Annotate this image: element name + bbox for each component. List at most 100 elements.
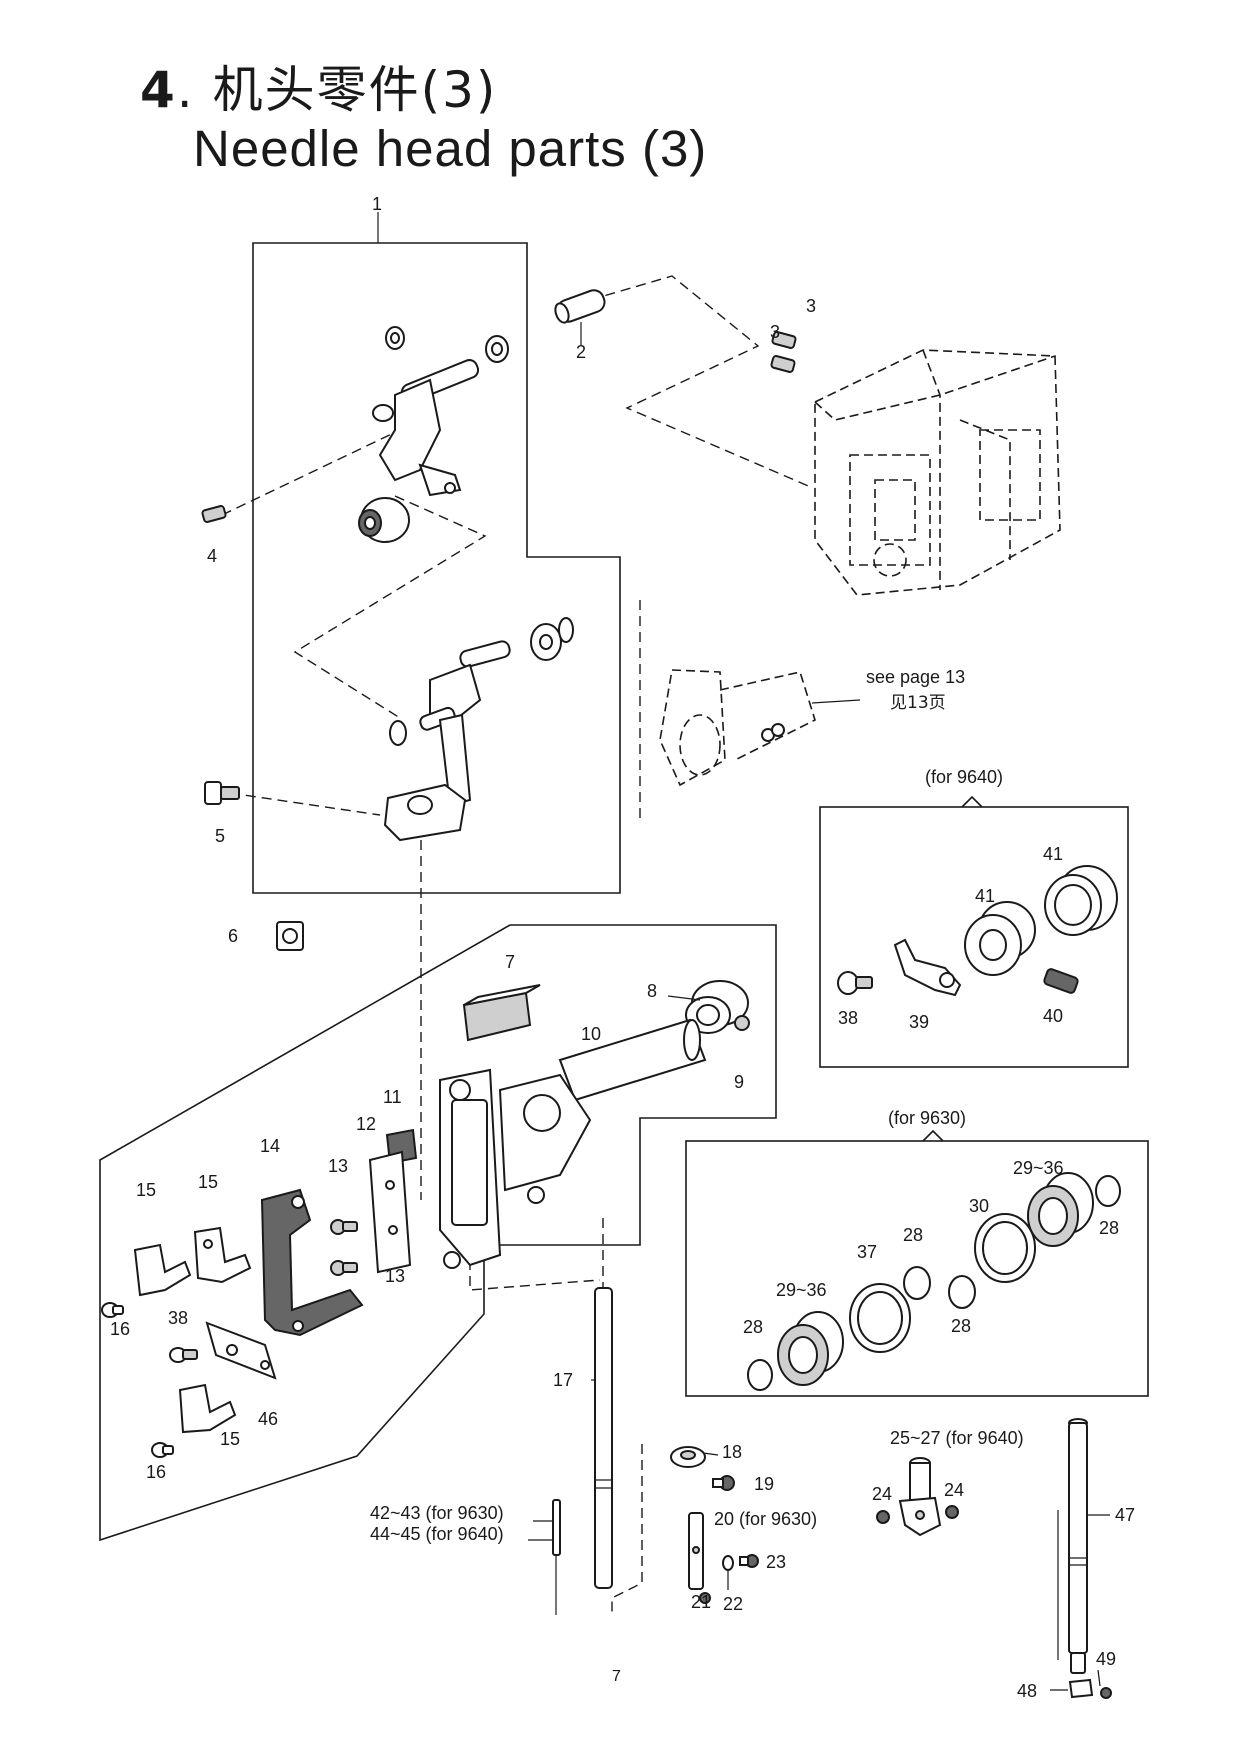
callout-37: 37: [857, 1242, 877, 1262]
part-13-screw-a: [330, 1219, 358, 1235]
needle-42-45: [552, 1499, 561, 1615]
callout-17: 17: [553, 1370, 573, 1390]
part-47-needle-bar: [1068, 1418, 1088, 1674]
assembly-line-needle-clamp: [611, 1444, 643, 1614]
callout-8: 8: [647, 981, 657, 1001]
part-15-plate-c: [178, 1383, 237, 1434]
callout-14: 14: [260, 1136, 280, 1156]
callout-30: 30: [969, 1196, 989, 1216]
inset-9630-label: (for 9630): [888, 1108, 966, 1128]
part-10-shaft: [558, 1018, 707, 1102]
page-title-english: Needle head parts (3): [193, 120, 708, 177]
part-38-screw: [169, 1347, 198, 1363]
part-28-ring-left: [747, 1359, 773, 1391]
callout-46: 46: [258, 1409, 278, 1429]
callout-7: 7: [505, 952, 515, 972]
part-15-plate-b: [193, 1226, 252, 1284]
part-40-set-screw: [1043, 968, 1079, 994]
part-29-36-bearing-top: [1027, 1172, 1094, 1247]
callout-10: 10: [581, 1024, 601, 1044]
part-19-screw: [712, 1475, 735, 1491]
part-37-sleeve: [849, 1283, 911, 1353]
title-zh-text: . 机头零件(3): [176, 61, 498, 119]
see-page-label-en: see page 13: [866, 667, 965, 687]
inset-9630-pointer: [922, 1129, 944, 1142]
part-5-shoulder-screw: [204, 781, 240, 805]
part-1-upper-crank: [358, 359, 480, 543]
callout-25-27: 25~27 (for 9640): [890, 1428, 1024, 1448]
callout-16b: 16: [146, 1462, 166, 1482]
assembly-line-shaft: [589, 275, 814, 489]
callout-38a: 38: [168, 1308, 188, 1328]
part-1-snap-ring-right: [558, 617, 574, 643]
part-3-set-screw-a: [771, 331, 797, 349]
callout-21: 21: [691, 1592, 711, 1612]
part-18-clamp: [670, 1446, 706, 1468]
callout-9: 9: [734, 1072, 744, 1092]
callout-38b: 38: [838, 1008, 858, 1028]
callout-44-45: 44~45 (for 9640): [370, 1524, 504, 1544]
callout-13a: 13: [328, 1156, 348, 1176]
callout-29-36b: 29~36: [776, 1280, 827, 1300]
part-39-lever: [893, 938, 962, 997]
part-16-screw-b: [151, 1442, 174, 1458]
part-38-inset-screw: [837, 971, 873, 995]
callout-4: 4: [207, 546, 217, 566]
callout-2: 2: [576, 342, 586, 362]
callout-19: 19: [754, 1474, 774, 1494]
part-49-screw: [1100, 1687, 1112, 1699]
part-41-bushing: [1044, 865, 1118, 936]
callout-1: 1: [372, 194, 382, 214]
part-15-plate-a: [133, 1243, 192, 1297]
crank-assembly-reference: [659, 669, 816, 787]
callout-28c: 28: [951, 1316, 971, 1336]
assembly-1-frame: [252, 242, 621, 894]
part-6-block: [276, 921, 304, 951]
callout-41b: 41: [975, 886, 995, 906]
part-4-set-screw: [201, 505, 227, 523]
part-30-sleeve: [974, 1213, 1036, 1283]
assembly-line-screw-4: [221, 429, 401, 516]
see-page-leader: [811, 699, 861, 704]
callout-labels: 1 2 3 3 4 5 6 7 8 9 10 11 12 13 13 14 15…: [110, 194, 1135, 1701]
part-3-set-screw-b: [770, 355, 796, 373]
callout-28d: 28: [743, 1317, 763, 1337]
part-46-plate: [205, 1321, 277, 1380]
part-12-guide: [368, 1150, 412, 1274]
page-number: 7: [612, 1668, 621, 1685]
part-48-clamp: [1068, 1678, 1094, 1699]
callout-6: 6: [228, 926, 238, 946]
part-9-screw: [734, 1015, 750, 1031]
callout-12: 12: [356, 1114, 376, 1134]
callout-39: 39: [909, 1012, 929, 1032]
part-14-bracket: [260, 1188, 364, 1337]
callout-16a: 16: [110, 1319, 130, 1339]
part-22-eyelet: [722, 1555, 734, 1590]
part-41-collar: [964, 901, 1036, 976]
part-23-screw: [739, 1554, 759, 1568]
callout-3a: 3: [806, 296, 816, 316]
part-21-screw: [699, 1592, 711, 1604]
inset-9630-frame: [685, 1140, 1149, 1397]
part-1-washer-top: [385, 326, 405, 350]
callout-42-43: 42~43 (for 9630): [370, 1503, 504, 1523]
part-28-ring-lower: [948, 1275, 976, 1309]
part-13-screw-b: [330, 1260, 358, 1276]
part-20-stud: [688, 1512, 704, 1590]
callout-24a: 24: [872, 1484, 892, 1504]
part-17-needle-bar: [594, 1287, 613, 1589]
callout-22: 22: [723, 1594, 743, 1614]
callout-48: 48: [1017, 1681, 1037, 1701]
callout-28b: 28: [903, 1225, 923, 1245]
callout-15a: 15: [136, 1180, 156, 1200]
assembly-line-screw-5: [229, 792, 381, 816]
callout-40: 40: [1043, 1006, 1063, 1026]
part-8-collar: [685, 980, 749, 1034]
inset-9640-frame: [819, 806, 1129, 1068]
part-28-ring-middle: [903, 1266, 931, 1300]
part-24-screw-right: [945, 1505, 959, 1519]
callout-5: 5: [215, 826, 225, 846]
part-28-ring-right: [1095, 1175, 1121, 1207]
part-7-felt: [462, 984, 541, 1042]
